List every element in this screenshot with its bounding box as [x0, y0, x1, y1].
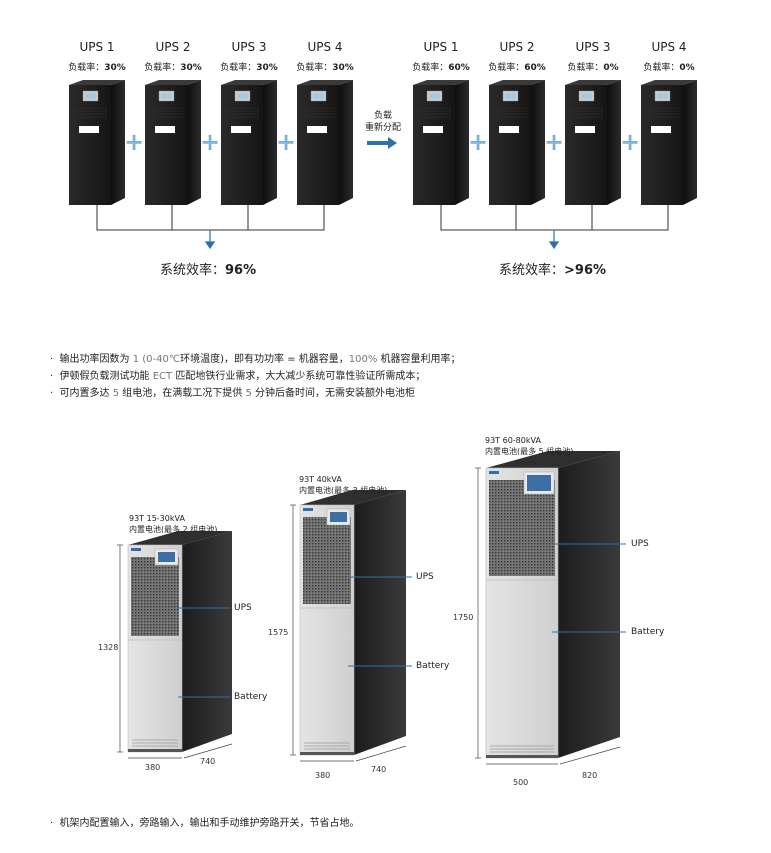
ups-cabinet	[145, 80, 201, 205]
product-cabinet	[475, 451, 621, 765]
ups-load-rate: 负载率：30%	[144, 63, 202, 73]
product-cabinet	[290, 490, 407, 762]
ups-cabinets-drawing	[69, 80, 697, 250]
ups-cabinet	[69, 80, 125, 205]
plus-icon: +	[200, 128, 221, 156]
dimension-lines	[475, 467, 621, 765]
ups-name: UPS 1	[423, 40, 459, 54]
ups-section-label: UPS	[416, 572, 434, 582]
plus-icon: +	[468, 128, 489, 156]
feature-item: · 输出功率因数为 1 (0-40℃环境温度)，即有功功率 = 机器容量，100…	[50, 354, 461, 365]
ups-name: UPS 3	[575, 40, 611, 54]
ups-name: UPS 2	[499, 40, 535, 54]
plus-icon: +	[620, 128, 641, 156]
plus-icon: +	[124, 128, 145, 156]
height-dimension: 1750	[453, 613, 474, 622]
ups-cabinet	[221, 80, 277, 205]
product-cabinet	[117, 531, 233, 759]
system-efficiency-before: 系统效率：96%	[160, 263, 257, 278]
ups-name: UPS 1	[79, 40, 115, 54]
ups-load-rate: 负载率：0%	[643, 63, 695, 73]
width-dimension: 380	[145, 763, 161, 772]
feature-item: · 可内置多达 5 组电池，在满载工况下提供 5 分钟后备时间，无需安装额外电池…	[50, 388, 416, 399]
width-dimension: 380	[315, 771, 331, 780]
ups-load-rate: 负载率：30%	[68, 63, 126, 73]
battery-section-label: Battery	[416, 661, 450, 671]
system-efficiency-after: 系统效率：>96%	[499, 263, 607, 278]
feature-item-bottom: · 机架内配置输入，旁路输入，输出和手动维护旁路开关，节省占地。	[50, 818, 360, 829]
dimension-lines	[117, 544, 233, 759]
depth-dimension: 740	[371, 765, 387, 774]
ups-section-label: UPS	[234, 603, 252, 613]
battery-section-label: Battery	[631, 627, 665, 637]
ups-section-label: UPS	[631, 539, 649, 549]
ups-load-rate: 负载率：60%	[412, 63, 470, 73]
depth-dimension: 820	[582, 771, 598, 780]
ups-load-rate: 负载率：30%	[220, 63, 278, 73]
ups-cabinet	[641, 80, 697, 205]
depth-dimension: 740	[200, 757, 216, 766]
redistribution-label: 负载 重新分配	[364, 111, 401, 133]
feature-list: · 输出功率因数为 1 (0-40℃环境温度)，即有功功率 = 机器容量，100…	[50, 350, 461, 401]
ups-name: UPS 3	[231, 40, 267, 54]
ups-cabinet	[297, 80, 353, 205]
height-dimension: 1575	[268, 628, 289, 637]
plus-icon: +	[276, 128, 297, 156]
ups-name: UPS 4	[307, 40, 343, 54]
ups-cabinet	[489, 80, 545, 205]
ups-cabinet	[413, 80, 469, 205]
ups-cabinet	[565, 80, 621, 205]
height-dimension: 1328	[98, 643, 119, 652]
battery-section-label: Battery	[234, 692, 268, 702]
dimension-lines	[290, 504, 407, 762]
feature-item: · 伊顿假负载测试功能 ECT 匹配地铁行业需求，大大减少系统可靠性验证所需成本…	[50, 371, 426, 382]
width-dimension: 500	[513, 778, 529, 787]
ups-load-rate: 负载率：30%	[296, 63, 354, 73]
ups-name: UPS 2	[155, 40, 191, 54]
ups-load-rate: 负载率：0%	[567, 63, 619, 73]
ups-name: UPS 4	[651, 40, 687, 54]
plus-icon: +	[544, 128, 565, 156]
ups-load-rate: 负载率：60%	[488, 63, 546, 73]
